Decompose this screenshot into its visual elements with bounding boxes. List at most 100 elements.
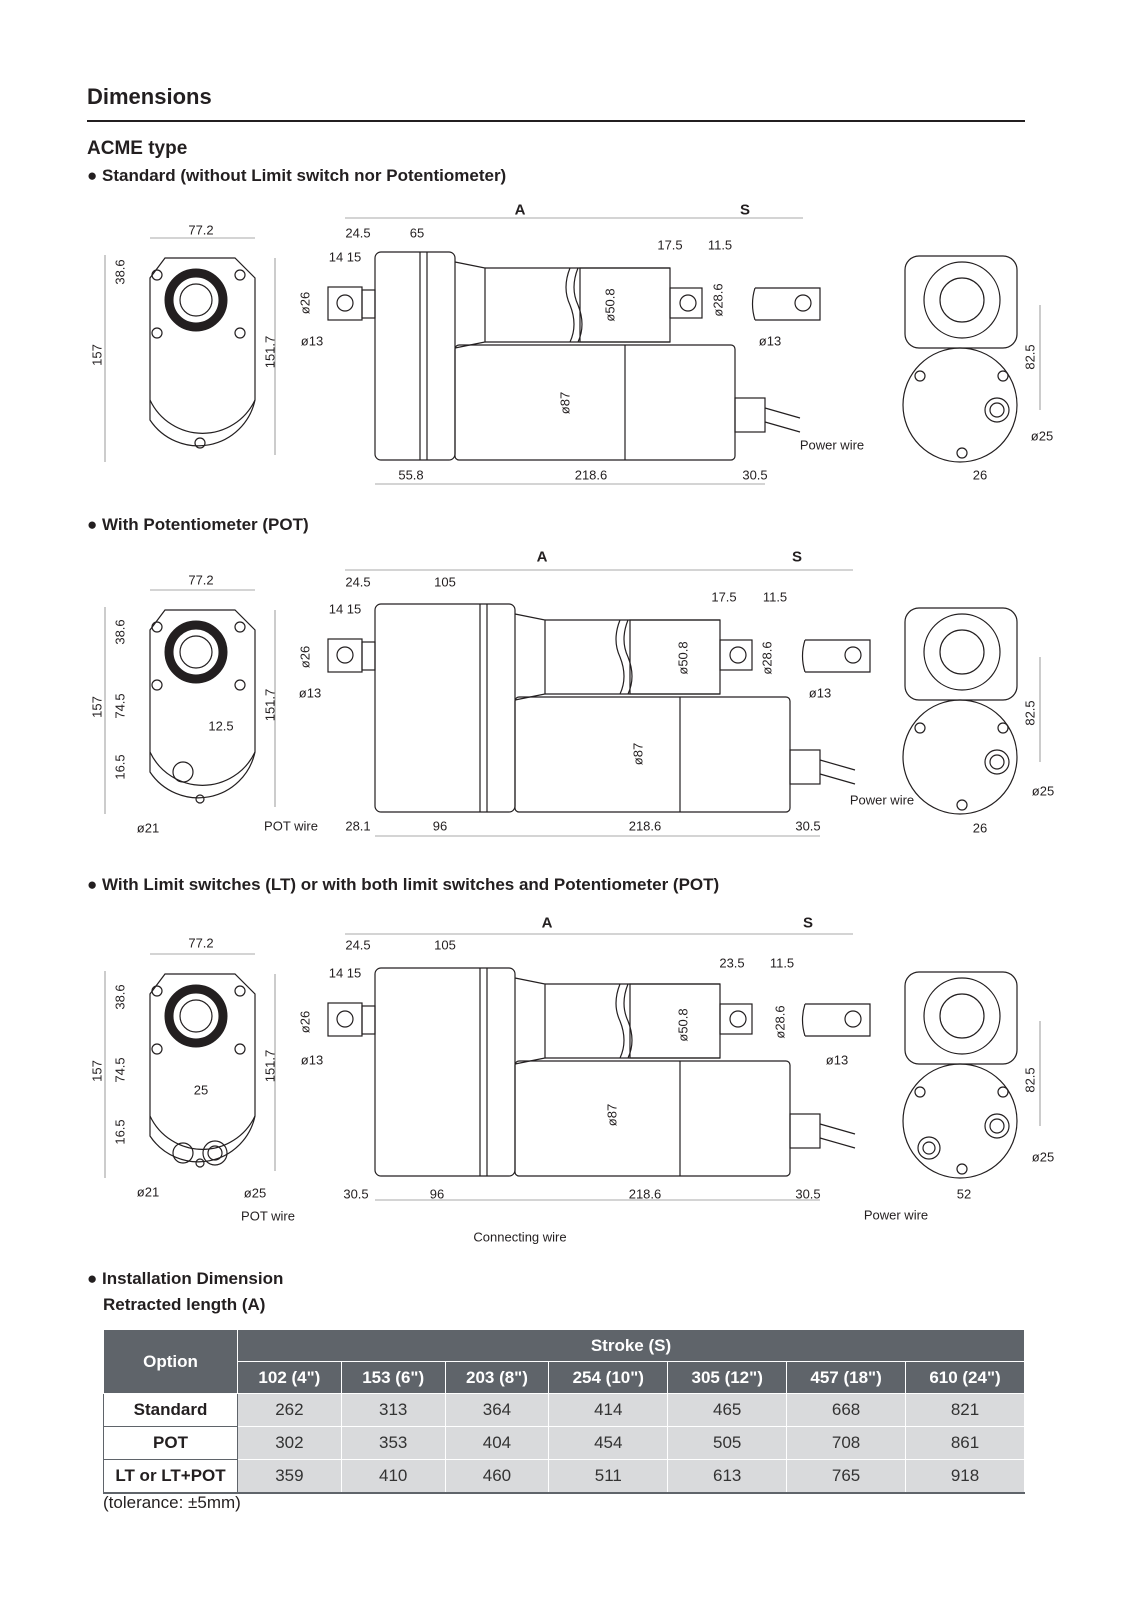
value-cell: 821	[905, 1393, 1025, 1427]
dimension-label-d24-5: 24.5	[345, 574, 371, 590]
side-view	[327, 569, 871, 837]
dimension-label-phi26: ø26	[297, 291, 313, 315]
dimension-label-phi87: ø87	[557, 391, 573, 415]
dimension-label-front-offset: 12.5	[208, 718, 234, 734]
dimension-label-front-height: 157	[89, 696, 105, 718]
dimension-label-d105: 105	[434, 574, 456, 590]
dimension-label-power-wire: Power wire	[799, 437, 865, 453]
dimension-label-end-width: 26	[972, 820, 988, 836]
value-cell: 410	[340, 1459, 446, 1494]
dimension-label-end-width: 52	[956, 1186, 972, 1202]
stroke-values-row: 102 (4") 153 (6") 203 (8") 254 (10") 305…	[104, 1361, 1025, 1394]
dimension-label-front-width: 77.2	[188, 222, 214, 238]
dimension-label-d14-15: 14 15	[328, 249, 362, 265]
stroke-col: 203 (8")	[444, 1361, 550, 1394]
dimension-label-d30-5: 30.5	[795, 818, 821, 834]
dimension-label-d11-5: 11.5	[769, 955, 795, 971]
value-cell: 364	[444, 1393, 550, 1427]
dimension-label-phi13-right: ø13	[808, 685, 832, 701]
front-view	[104, 589, 276, 814]
dimension-label-phi13-left: ø13	[298, 685, 322, 701]
dimension-label-end-height: 82.5	[1022, 344, 1038, 370]
dimension-label-front-bottom: 16.5	[112, 1119, 128, 1145]
front-view	[104, 953, 276, 1178]
dimension-label-A: A	[536, 548, 548, 566]
dimension-label-phi50-8: ø50.8	[675, 641, 691, 675]
dimension-label-front-height-inner: 151.7	[262, 688, 278, 722]
front-view	[104, 237, 276, 462]
dimension-label-front-height: 157	[89, 1060, 105, 1082]
end-view	[902, 607, 1041, 815]
dimension-label-end-width: 26	[972, 467, 988, 483]
value-cell: 505	[667, 1426, 788, 1460]
dimension-label-d17-5: 17.5	[657, 237, 683, 253]
dimension-label-d65: 65	[409, 225, 425, 241]
dimension-label-d96: 96	[429, 1186, 445, 1202]
dimension-label-power-wire: Power wire	[863, 1207, 929, 1223]
dimension-label-phi28-6: ø28.6	[710, 283, 726, 317]
end-view	[902, 255, 1041, 463]
dimension-label-d105: 105	[434, 937, 456, 953]
dimension-label-d218-6: 218.6	[628, 1186, 662, 1202]
retracted-length-heading: Retracted length (A)	[103, 1295, 266, 1314]
dimension-label-phi87: ø87	[604, 1103, 620, 1127]
dimension-label-front-phi21: ø21	[136, 1184, 160, 1200]
dimension-label-d30-5: 30.5	[795, 1186, 821, 1202]
lt-heading: ● With Limit switches (LT) or with both …	[87, 875, 720, 894]
dimension-label-d218-6: 218.6	[628, 818, 662, 834]
dimension-label-front-spacing: 25	[193, 1082, 209, 1098]
value-cell: 668	[786, 1393, 907, 1427]
page-title: Dimensions	[87, 84, 212, 109]
value-cell: 708	[786, 1426, 907, 1460]
dimension-label-pot-wire: POT wire	[241, 1208, 295, 1224]
value-cell: 302	[237, 1426, 342, 1460]
dimension-label-A: A	[541, 914, 553, 932]
dimension-label-end-phi25: ø25	[1030, 428, 1054, 444]
dimension-label-phi28-6: ø28.6	[759, 641, 775, 675]
value-cell: 313	[340, 1393, 446, 1427]
dimension-label-front-top: 38.6	[112, 619, 128, 645]
dimension-label-S: S	[739, 201, 751, 219]
dimension-label-d14-15: 14 15	[328, 601, 362, 617]
dimension-label-pot-wire: POT wire	[264, 818, 318, 834]
dimension-label-phi13-left: ø13	[300, 1052, 324, 1068]
value-cell: 404	[444, 1426, 550, 1460]
value-cell: 918	[905, 1459, 1025, 1494]
dimension-label-phi50-8: ø50.8	[602, 288, 618, 322]
section-title: ACME type	[87, 138, 188, 159]
value-cell: 511	[548, 1459, 669, 1494]
dimension-label-d17-5: 17.5	[711, 589, 737, 605]
stroke-header: Stroke (S)	[237, 1329, 1025, 1362]
dimension-label-phi26: ø26	[297, 1010, 313, 1034]
dimension-label-power-wire: Power wire	[849, 792, 915, 808]
tolerance-note: (tolerance: ±5mm)	[103, 1493, 241, 1512]
dimension-label-d14-15: 14 15	[328, 965, 362, 981]
dimension-label-end-phi25: ø25	[1031, 783, 1055, 799]
dimension-label-S: S	[802, 914, 814, 932]
dimension-label-end-height: 82.5	[1022, 1067, 1038, 1093]
dimension-label-front-width: 77.2	[188, 572, 214, 588]
end-view	[902, 971, 1041, 1179]
dimension-label-front-mid: 74.5	[112, 693, 128, 719]
side-view	[327, 217, 821, 485]
pot-heading: ● With Potentiometer (POT)	[87, 515, 309, 534]
dimension-label-d11-5: 11.5	[707, 237, 733, 253]
dimension-label-d30-5: 30.5	[742, 467, 768, 483]
dimension-label-phi13-right: ø13	[758, 333, 782, 349]
installation-heading: ● Installation Dimension	[87, 1269, 284, 1288]
dimension-label-end-height: 82.5	[1022, 700, 1038, 726]
dimension-label-phi50-8: ø50.8	[675, 1008, 691, 1042]
value-cell: 460	[444, 1459, 550, 1494]
dimension-label-S: S	[791, 548, 803, 566]
dimension-label-d24-5: 24.5	[345, 225, 371, 241]
dimension-label-d23-5: 23.5	[719, 955, 745, 971]
dimension-label-front-width: 77.2	[188, 935, 214, 951]
dimension-label-front-phi25: ø25	[243, 1185, 267, 1201]
dimension-label-connecting-wire: Connecting wire	[473, 1229, 567, 1245]
dimension-label-d218-6: 218.6	[574, 467, 608, 483]
dimension-label-d11-5: 11.5	[762, 589, 788, 605]
value-cell: 414	[548, 1393, 669, 1427]
